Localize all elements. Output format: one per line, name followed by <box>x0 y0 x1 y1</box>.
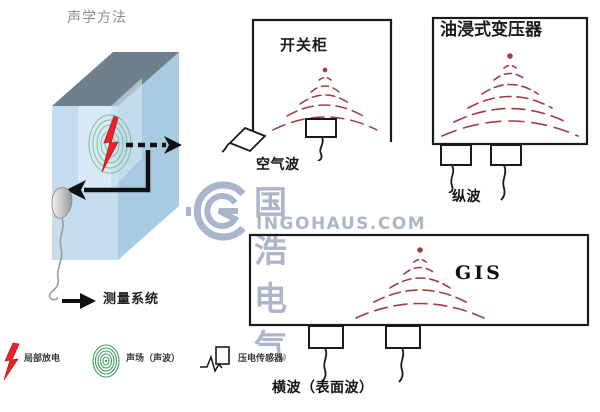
signal-path-solid-arrow <box>62 148 154 206</box>
switchgear-enclosure <box>251 18 393 142</box>
legend-label-acoustic-field: 声场（声波） <box>126 354 181 364</box>
acoustic-path-dashed-arrow <box>126 132 186 158</box>
transformer-title: 油浸式变压器 <box>440 20 542 40</box>
airborne-sensor <box>221 124 272 162</box>
transformer-sensor-left <box>440 144 482 194</box>
acoustic-field-icon <box>92 344 120 378</box>
watermark-brand-url: INGOHAUS.COM <box>256 214 427 234</box>
gis-sensor-right <box>385 325 431 383</box>
switchgear-wave-label: 空气波 <box>256 157 300 173</box>
sensor-cable <box>48 217 64 301</box>
measurement-arrow <box>62 292 98 310</box>
transformer-wavefronts <box>434 48 586 144</box>
lightning-bolt-icon <box>3 342 20 381</box>
ingohaus-ring-logo-icon <box>186 181 246 241</box>
legend-label-partial-discharge: 局部放电 <box>24 354 61 364</box>
switchgear-title: 开关柜 <box>280 36 329 54</box>
lightning-bolt-icon <box>101 115 119 173</box>
piezo-sensor-icon <box>200 346 230 373</box>
gis-wavefronts <box>320 244 520 326</box>
diagram-title: 声学方法 <box>67 10 127 26</box>
gis-title: GIS <box>455 262 503 284</box>
gis-sensor-left <box>308 325 354 383</box>
gis-wave-label: 横波（表面波） <box>272 380 374 396</box>
transformer-sensor-right <box>490 144 532 202</box>
measurement-system-label: 测量系统 <box>103 292 160 307</box>
switchgear-contact-sensor <box>305 118 345 162</box>
transformer-wave-label: 纵波 <box>452 189 481 205</box>
switchgear-wavefronts <box>255 60 395 142</box>
piezo-sensor-icon <box>51 187 73 219</box>
legend-label-piezo-sensor: 压电传感器 <box>238 354 284 364</box>
piezo-sensor-on-wall <box>46 178 102 306</box>
